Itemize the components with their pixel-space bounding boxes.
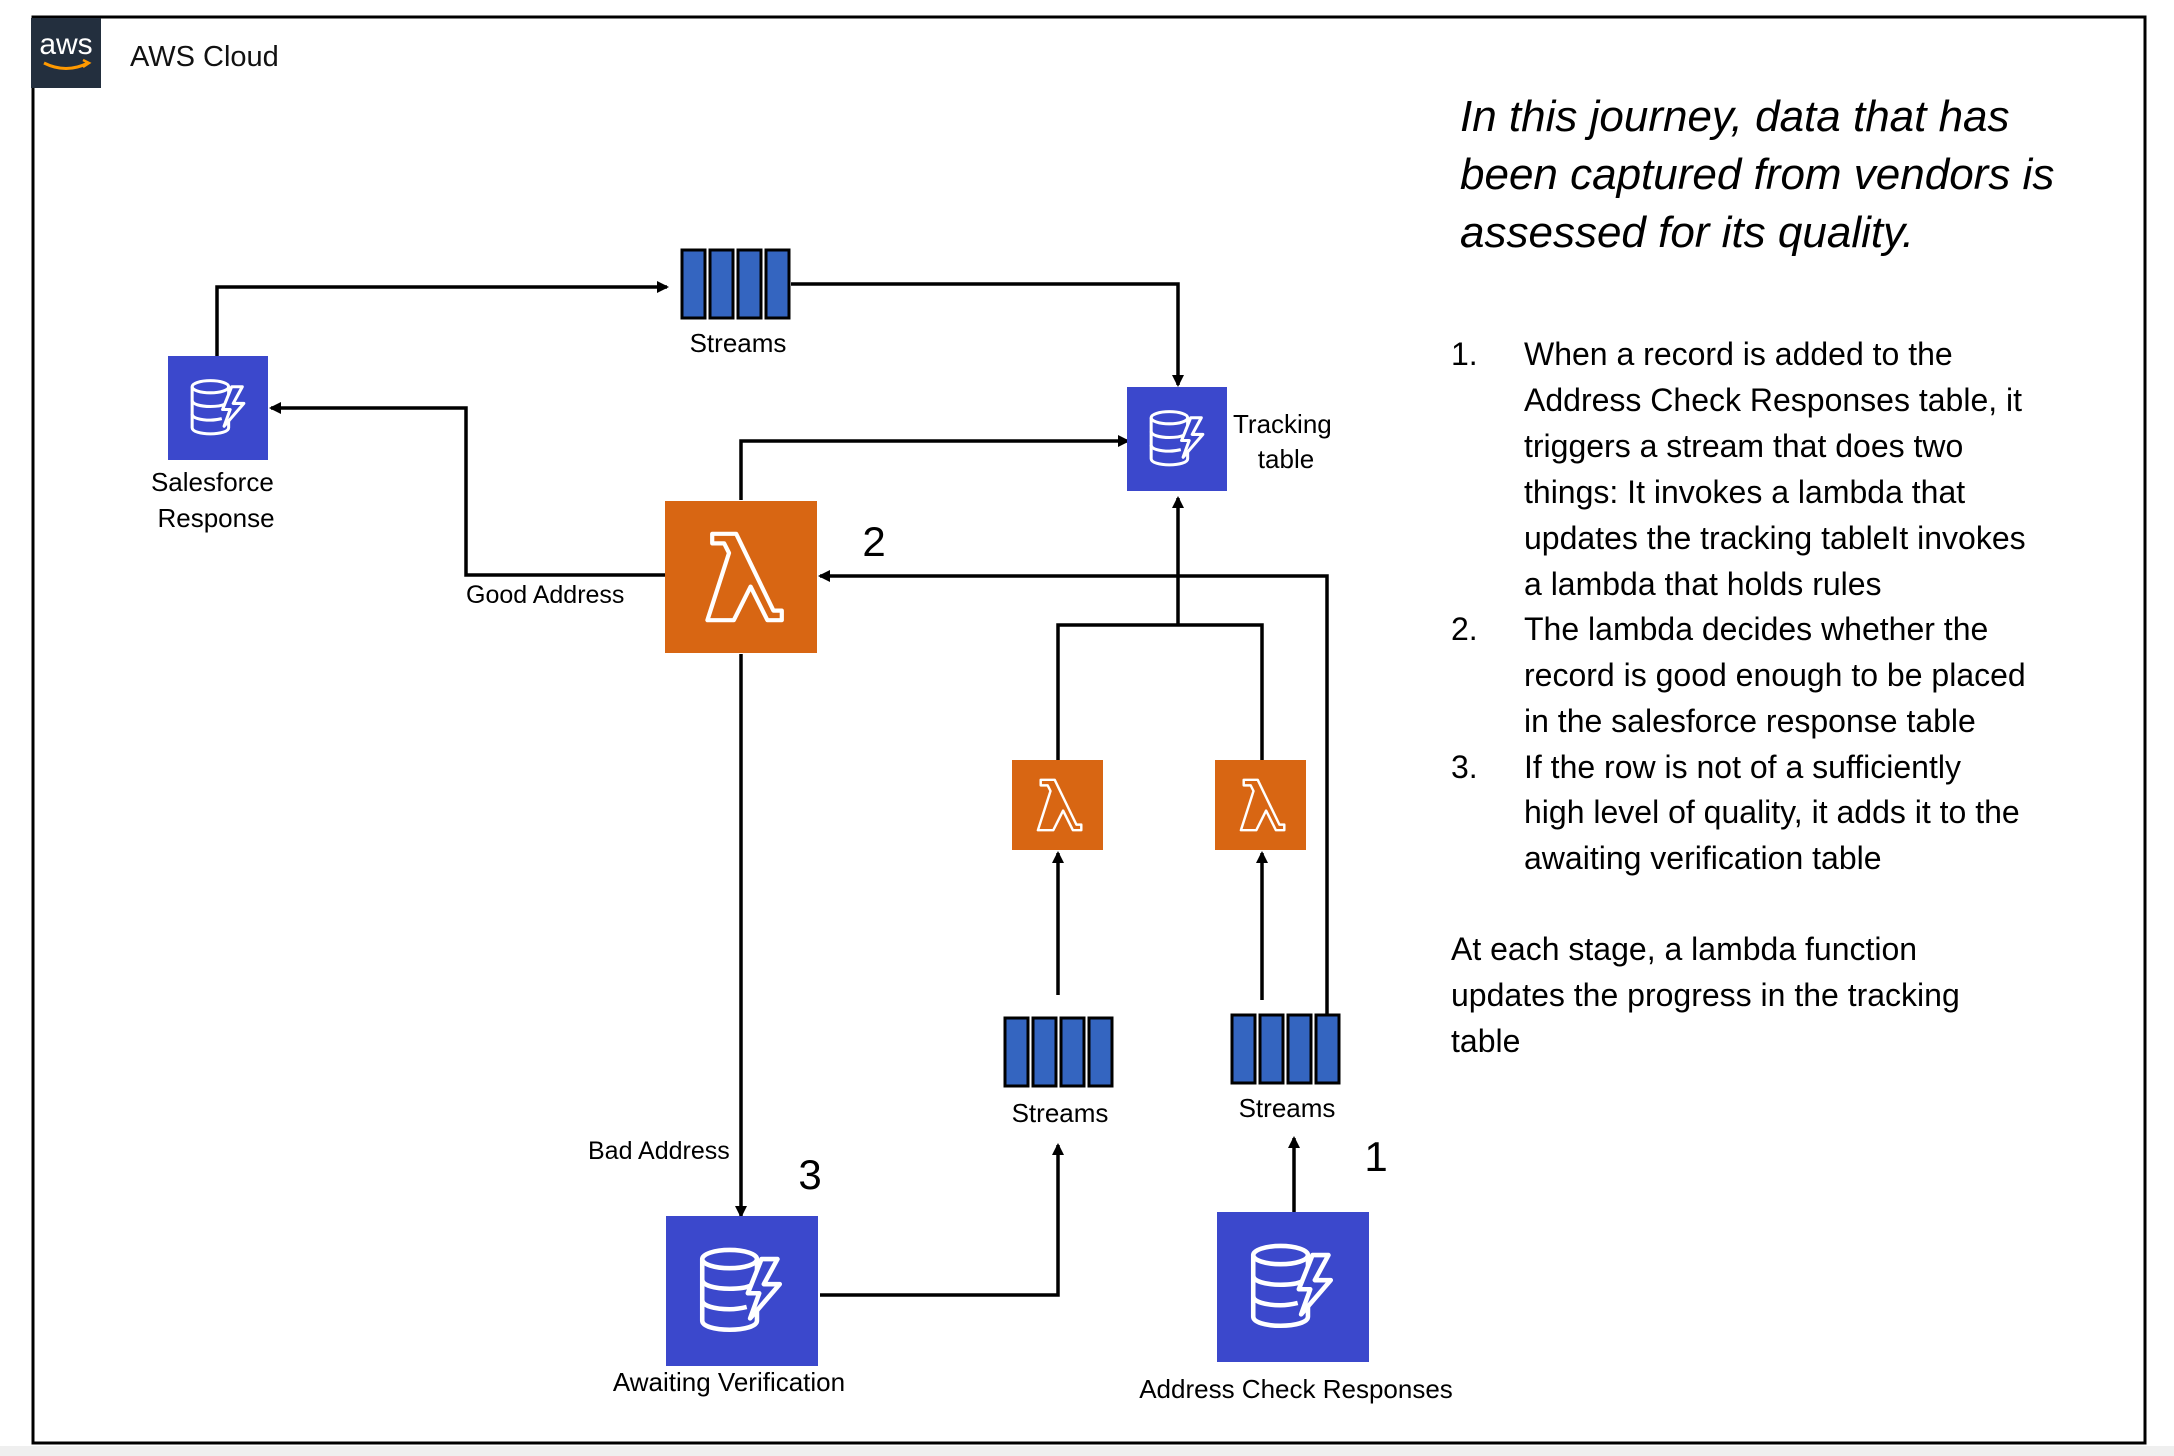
aws-cloud-frame <box>31 15 2147 1445</box>
connectors <box>215 281 1329 1297</box>
step-item-2-text: The lambda decides whether the record is… <box>1524 611 2035 739</box>
salesforce-response-table <box>168 356 268 460</box>
steps-list: 1. When a record is added to the Address… <box>1451 336 2035 876</box>
footer-text: At each stage, a lambda function updates… <box>1451 931 1969 1059</box>
step-item-3: 3. If the row is not of a sufficiently h… <box>1451 749 2029 876</box>
streams-right-label: Streams <box>1239 1093 1336 1123</box>
bottom-strip <box>0 1446 2174 1456</box>
footer-line-1: At each stage, a lambda function <box>1451 931 1917 967</box>
aws-logo-text: aws <box>39 28 92 61</box>
step-item-1: 1. When a record is added to the Address… <box>1451 336 2035 602</box>
streams-middle <box>1003 1016 1114 1088</box>
salesforce-response-label: Salesforce Response <box>151 467 281 533</box>
tracking-table-label: Tracking table <box>1233 409 1339 474</box>
intro-line-3: assessed for its quality. <box>1460 208 1914 257</box>
edge-awaiting-to-streams <box>820 1143 1064 1297</box>
edge-lambda-to-salesforce <box>269 402 741 577</box>
edge-lambda-to-tracking <box>739 435 1130 500</box>
aws-cloud-label: AWS Cloud <box>130 41 279 73</box>
salesforce-response-label-line2: Response <box>157 503 274 533</box>
step-number-2: 2 <box>862 518 885 565</box>
step-number-1: 1 <box>1364 1133 1387 1180</box>
step-number-3: 3 <box>798 1151 821 1198</box>
footer-line-2: updates the progress in the tracking <box>1451 977 1960 1013</box>
rules-lambda-function <box>665 501 817 653</box>
edge-salesforce-to-streams <box>215 281 669 356</box>
good-address-label: Good Address <box>466 581 624 609</box>
streams-middle-label: Streams <box>1012 1098 1109 1128</box>
address-check-responses-table <box>1217 1212 1369 1362</box>
bad-address-label: Bad Address <box>588 1137 730 1165</box>
edge-small-lambdas-to-tracking <box>1056 623 1264 760</box>
step-item-3-text: If the row is not of a sufficiently high… <box>1524 749 2029 876</box>
edge-streams-right-to-lambda <box>818 570 1329 1016</box>
step-item-1-number: 1. <box>1451 336 1478 372</box>
tracking-lambda-middle <box>1012 760 1103 850</box>
intro-line-1: In this journey, data that has <box>1460 92 2010 141</box>
salesforce-response-label-line1: Salesforce <box>151 467 274 497</box>
address-check-responses-label: Address Check Responses <box>1139 1374 1453 1404</box>
streams-top-label: Streams <box>690 328 787 358</box>
tracking-table-label-line2: table <box>1258 444 1314 474</box>
awaiting-verification-label: Awaiting Verification <box>613 1367 845 1397</box>
aws-logo: aws <box>31 18 101 88</box>
intro-text: In this journey, data that has been capt… <box>1460 92 2067 257</box>
footer-line-3: table <box>1451 1023 1520 1059</box>
edge-streams-to-tracking <box>791 282 1184 387</box>
tracking-table <box>1127 387 1227 491</box>
step-item-2-number: 2. <box>1451 611 1478 647</box>
step-item-2: 2. The lambda decides whether the record… <box>1451 611 2035 739</box>
tracking-table-label-line1: Tracking <box>1233 409 1332 439</box>
awaiting-verification-table <box>666 1216 818 1366</box>
tracking-lambda-right <box>1215 760 1306 850</box>
streams-right <box>1230 1013 1341 1085</box>
step-item-1-text: When a record is added to the Address Ch… <box>1524 336 2035 602</box>
step-item-3-number: 3. <box>1451 749 1478 785</box>
streams-top <box>680 248 791 320</box>
intro-line-2: been captured from vendors is <box>1460 150 2054 199</box>
